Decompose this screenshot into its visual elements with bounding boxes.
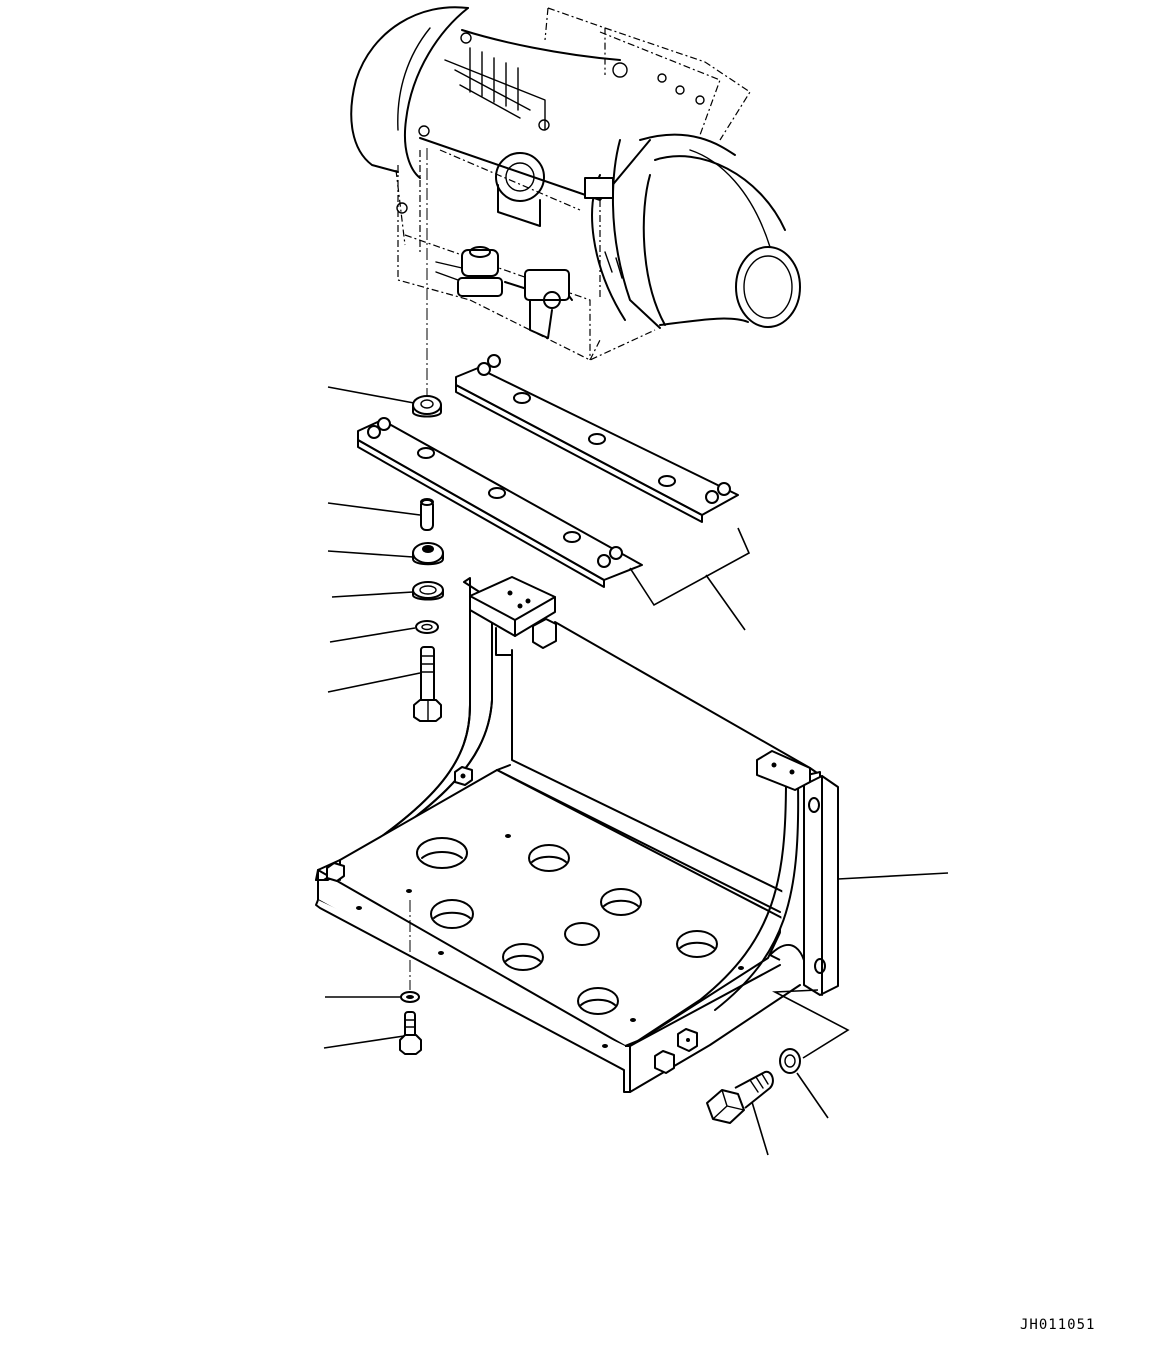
side-bolt-leader [751,1101,769,1156]
side-bolt [706,1070,774,1124]
rubber-mount-upper-leader [327,550,414,558]
motor-assembly-phantom [350,6,801,361]
collar-leader [327,386,415,404]
mount-bolt-leader [327,672,421,693]
rubber-mount-lower-leader [331,591,414,598]
drawing-code: JH011051 [1020,1317,1096,1333]
collar [412,395,442,418]
bracket-bolt [399,1011,422,1055]
bracket-bolt-leader [323,1035,405,1049]
washer-leader [329,627,416,643]
side-group-leader [771,989,850,1059]
bracket-washer [400,991,420,1003]
mount-bolt [413,646,442,722]
pin-leader [327,502,421,516]
washer [415,620,439,634]
side-washer-leader [796,1072,829,1119]
side-washer [779,1048,801,1074]
support-bracket-leader [837,872,949,880]
support-bracket [315,576,839,1093]
pin [420,498,434,531]
mounting-plate [357,354,739,588]
rubber-mount-lower [412,581,444,601]
plate-group-leader [629,527,751,631]
rubber-mount-upper [412,542,444,566]
